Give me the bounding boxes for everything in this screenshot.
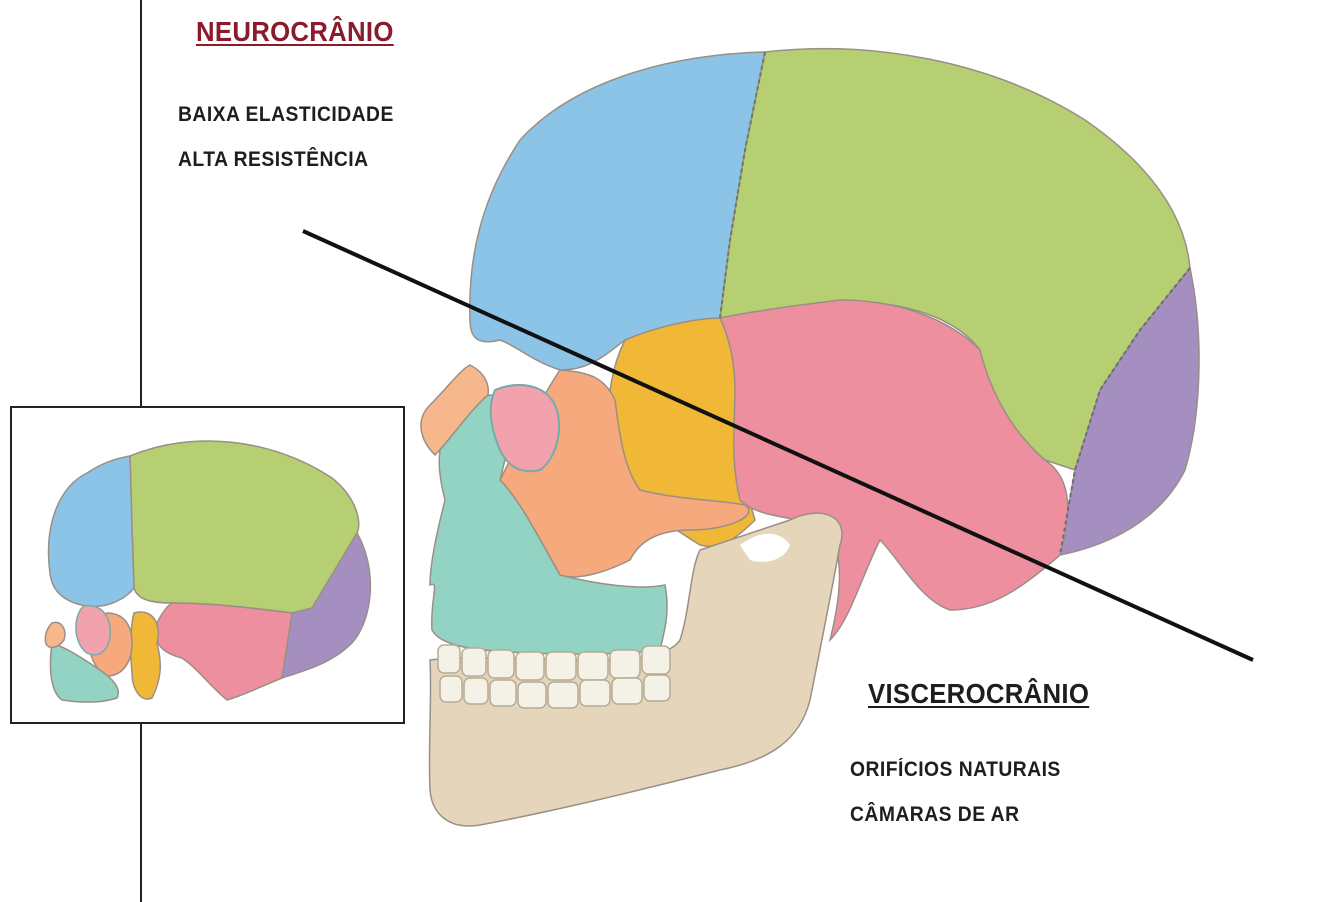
neuro-viscero-dividing-line xyxy=(302,229,1254,662)
viscerocranium-title: VISCEROCRÂNIO xyxy=(868,678,1090,709)
orbit-cavity xyxy=(489,384,560,473)
infant-orbit-cavity xyxy=(75,604,111,656)
neurocranium-title: NEUROCRÂNIO xyxy=(196,16,394,47)
viscerocranium-property-1: ORIFÍCIOS NATURAIS xyxy=(850,758,1061,781)
infant-skull-illustration xyxy=(44,440,372,703)
occipital-bone xyxy=(1059,266,1200,556)
infant-frontal-bone xyxy=(47,455,135,608)
teeth xyxy=(437,644,671,709)
infant-sphenoid-bone xyxy=(129,611,162,700)
coronal-suture xyxy=(719,51,766,319)
infant-skull-inset xyxy=(10,406,405,724)
neurocranium-property-1: BAIXA ELASTICIDADE xyxy=(178,103,394,126)
infant-temporal-bone xyxy=(155,602,293,701)
infant-maxilla-bone xyxy=(49,642,119,703)
mandibular-notch xyxy=(740,533,790,562)
infant-nasal-bone xyxy=(44,621,66,649)
viscerocranium-property-2: CÂMARAS DE AR xyxy=(850,803,1020,826)
temporal-bone xyxy=(718,299,1069,643)
nasal-bone xyxy=(420,364,489,457)
neurocranium-property-2: ALTA RESISTÊNCIA xyxy=(178,148,369,171)
